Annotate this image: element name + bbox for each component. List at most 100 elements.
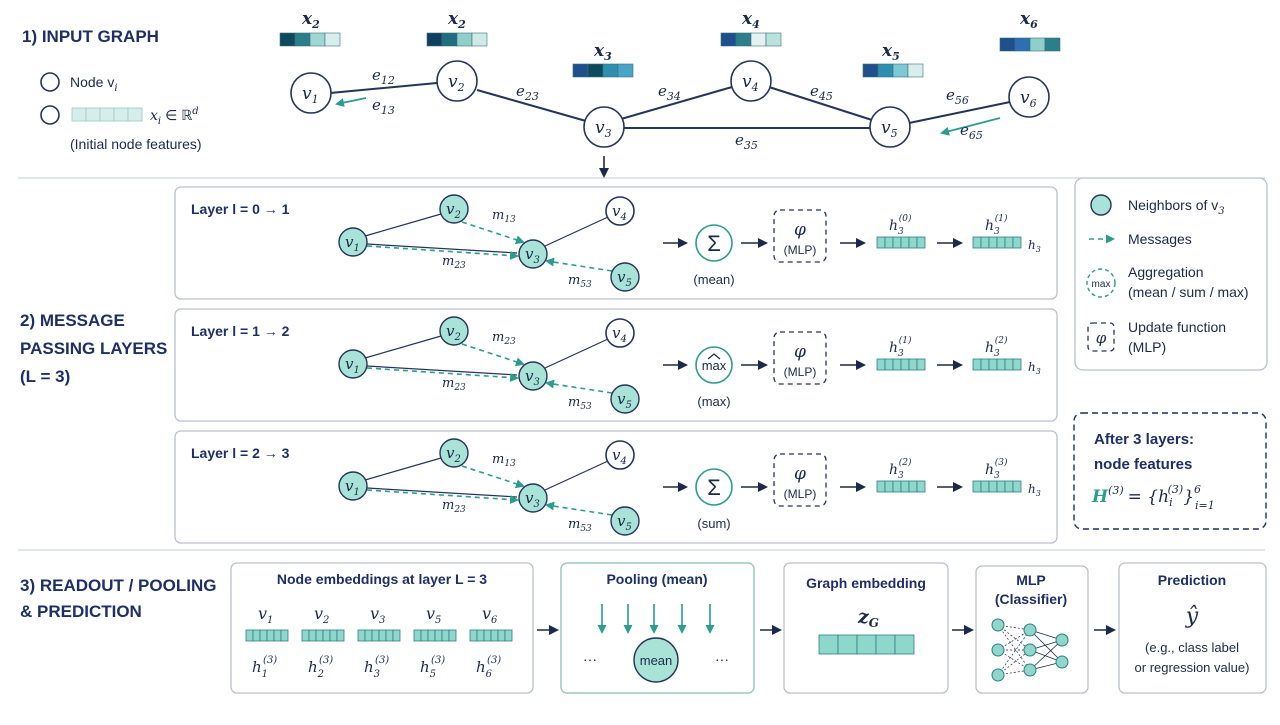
svg-text:x4: x4 [741, 9, 760, 31]
message-arrow-v5-v3 [545, 501, 613, 516]
layer-edge-v1-v2 [364, 213, 442, 237]
svg-text:h6(3): h6(3) [476, 655, 501, 680]
message-label: m23 [442, 376, 466, 393]
message-label: m13 [492, 452, 516, 469]
svg-text:v5: v5 [426, 604, 441, 626]
layer-node-v2: v2 [439, 438, 469, 468]
edge-v1-v2 [329, 82, 438, 94]
svg-text:h1(3): h1(3) [252, 655, 277, 680]
svg-text:v2: v2 [314, 604, 329, 626]
svg-text:v5: v5 [881, 118, 898, 140]
hidden-vector-h-in: h3(1) [876, 335, 926, 371]
svg-text:h3(3): h3(3) [364, 655, 389, 680]
layer-node-v3: v3 [518, 483, 548, 513]
svg-text:v6: v6 [1020, 88, 1037, 110]
graph-node-v5: v5 [869, 106, 911, 148]
message-label: m23 [442, 254, 466, 271]
edge-label-e56: e56 [946, 86, 969, 107]
layer-edge-v1-v2 [364, 335, 442, 359]
arrow-v5 [940, 117, 1001, 136]
layer-node-v5: v5 [610, 384, 640, 414]
layer-panel-1: Layer l = 1 → 2v1v2v3v4v5m23m23m53max(ma… [174, 308, 1058, 422]
message-label: m53 [568, 395, 592, 412]
svg-text:h2(3): h2(3) [308, 655, 333, 680]
edge-label-e35: e35 [735, 131, 758, 152]
update-function-box [773, 331, 827, 385]
layer-node-v1: v1 [338, 471, 368, 501]
pooling-title: Pooling (mean) [606, 571, 707, 587]
layer-edge-v3-v4 [544, 338, 609, 369]
svg-text:x2: x2 [447, 9, 466, 31]
embedding-item: v3 h3(3) [357, 604, 401, 680]
update-symbol: φ [794, 220, 806, 240]
legend-update-icon-text: φ [1096, 329, 1107, 347]
hidden-vector-h-out: h3(1) [972, 213, 1022, 249]
update-symbol: φ [794, 464, 806, 484]
message-arrow-v2-v3 [461, 465, 525, 489]
message-label: m23 [442, 498, 466, 515]
pooling-box: Pooling (mean) ··· ··· mean [560, 562, 755, 694]
feature-x-v4: x4 [720, 9, 782, 47]
layer-title-1: Layer l = 1 → 2 [191, 323, 290, 339]
legend-update-icon [1087, 322, 1115, 352]
legend-aggregation-types: (mean / sum / max) [1128, 284, 1249, 300]
mlp-title: MLP [1016, 572, 1046, 588]
hidden-vector-h-out: h3(3) [972, 457, 1022, 493]
svg-text:x5: x5 [881, 41, 900, 63]
message-label: m13 [492, 208, 516, 225]
prediction-note-2: or regression value) [1135, 660, 1250, 675]
layer-node-v4: v4 [605, 318, 635, 348]
edge-label-e45: e45 [810, 82, 833, 103]
graph-node-v3: v3 [583, 106, 625, 148]
feature-x-v5: x5 [862, 41, 924, 78]
svg-text:3) READOUT / POOLING: 3) READOUT / POOLING [20, 576, 216, 595]
svg-text:v2: v2 [448, 72, 465, 94]
layer-edge-v1-v3 [366, 243, 518, 254]
layer-node-v4: v4 [605, 196, 635, 226]
layer-node-v1: v1 [338, 227, 368, 257]
edge-label-e34: e34 [658, 82, 681, 103]
section-readout-title: 3) READOUT / POOLING & PREDICTION [20, 576, 216, 621]
after-line1: After 3 layers: [1094, 431, 1194, 448]
layer-edge-v3-v4 [544, 460, 609, 491]
message-arrow-v5-v3 [545, 257, 613, 272]
aggregation-caption: (sum) [697, 516, 730, 531]
feature-x-v6: x6 [999, 9, 1061, 52]
aggregation-icon [695, 224, 733, 262]
message-arrow-v1-v3 [366, 245, 519, 261]
h-label-right: h3 [1028, 482, 1041, 498]
prediction-note-1: (e.g., class label [1145, 640, 1239, 655]
graph-node-v1: v1 [290, 72, 332, 114]
svg-text:x6: x6 [1019, 9, 1038, 31]
layer-node-v3: v3 [518, 239, 548, 269]
message-arrow-v2-v3 [461, 343, 525, 367]
aggregation-symbol: max [702, 358, 727, 373]
update-function-box [773, 209, 827, 263]
z-label: zG [857, 606, 879, 630]
svg-text:h3(1): h3(1) [889, 335, 912, 359]
layer-title-2: Layer l = 2 → 3 [191, 445, 290, 461]
svg-text:x3: x3 [593, 41, 612, 63]
legend-aggregation-icon [1086, 268, 1116, 298]
edge-label-e13: e13 [372, 96, 395, 117]
hidden-vector-h-out: h3(2) [972, 335, 1022, 371]
svg-text:v3: v3 [370, 604, 385, 626]
input-legend: Node vi xi∈ ℝd (Initial node features) [40, 72, 202, 152]
input-graph: v1 v2 v3 v4 v5 v6 x2 [279, 9, 1061, 152]
layer-node-v1: v1 [338, 349, 368, 379]
mean-node [633, 637, 679, 683]
svg-text:h3(0): h3(0) [889, 213, 912, 237]
message-arrow-v5-v3 [545, 379, 613, 394]
update-function-box [773, 453, 827, 507]
edge-v4-v5 [768, 86, 873, 121]
edge-v3-v4 [620, 86, 733, 120]
svg-text:h3(3): h3(3) [985, 457, 1008, 481]
legend-update-title: Update function [1128, 319, 1226, 335]
mean-text: mean [640, 653, 673, 668]
edge-label-e65: e65 [960, 121, 983, 142]
legend-node-text: Node vi [70, 74, 118, 94]
graph-embedding-box: Graph embedding zG [783, 562, 949, 694]
layer-panel-2: Layer l = 2 → 3v1v2v3v4v5m13m23m53Σ(sum)… [174, 430, 1058, 544]
legend-messages-text: Messages [1128, 231, 1192, 247]
